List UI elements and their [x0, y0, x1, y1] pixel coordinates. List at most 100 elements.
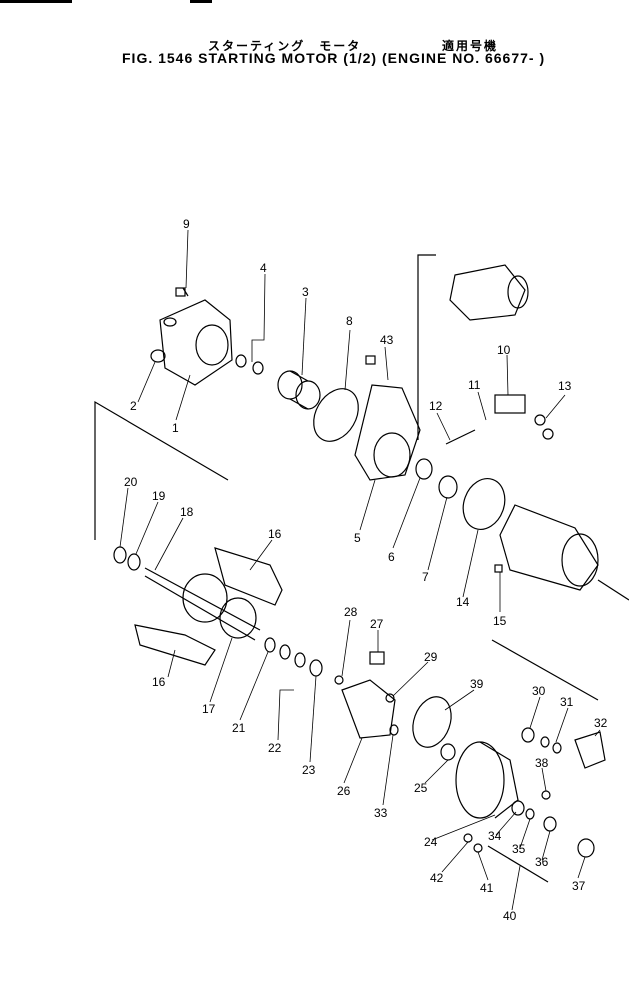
spring-part-28 [334, 675, 344, 685]
callout-7: 7 [422, 570, 429, 584]
top-rule-left [0, 0, 72, 3]
callout-39: 39 [470, 677, 484, 691]
bolt-part-9 [175, 287, 189, 297]
washer-part-20 [113, 546, 127, 564]
bush-part-4b [252, 361, 264, 375]
bracket-line-lower [491, 639, 599, 701]
callout-19: 19 [152, 489, 166, 503]
callout-31: 31 [560, 695, 574, 709]
bush-part-25 [440, 743, 456, 761]
callout-37: 37 [572, 879, 586, 893]
bush-part-34 [511, 800, 525, 816]
bracket-part-32 [574, 731, 606, 769]
leader-lines [119, 229, 601, 911]
callout-4: 4 [260, 261, 267, 275]
rear-bracket-part-24 [455, 741, 519, 819]
field-coil-part-16b [134, 624, 216, 666]
callout-29: 29 [424, 650, 438, 664]
callout-27: 27 [370, 617, 384, 631]
callout-11: 11 [468, 378, 481, 392]
callout-33: 33 [374, 806, 388, 820]
washer-part-21 [264, 637, 276, 653]
callout-30: 30 [532, 684, 546, 698]
callout-9: 9 [183, 217, 190, 231]
field-coil-part-16a [214, 547, 283, 606]
bush-part-30 [521, 727, 535, 743]
callout-25: 25 [414, 781, 428, 795]
washer-part-31b [552, 742, 562, 754]
bracket-line-right [597, 579, 629, 601]
callout-20: 20 [124, 475, 138, 489]
callout-5: 5 [354, 531, 361, 545]
o-ring-part-39 [412, 696, 452, 748]
callout-15: 15 [493, 614, 507, 628]
callout-18: 18 [180, 505, 194, 519]
callout-40: 40 [503, 909, 517, 923]
brush-holder-part-26 [341, 679, 396, 739]
cap-part-37 [577, 838, 595, 858]
callout-1: 1 [172, 421, 179, 435]
drive-housing-part [159, 299, 233, 386]
callout-36: 36 [535, 855, 549, 869]
bush-part-4a [235, 354, 247, 368]
lever-housing-part-5 [354, 384, 421, 481]
armature-part-17 [144, 567, 261, 641]
bolt-part-12 [445, 429, 476, 445]
magnetic-switch [449, 264, 529, 321]
callout-22: 22 [268, 741, 282, 755]
callout-35: 35 [512, 842, 526, 856]
bush-part-6 [415, 458, 433, 480]
washer-part-38 [541, 790, 551, 800]
callout-34: 34 [488, 829, 502, 843]
figure-title: FIG. 1546 STARTING MOTOR (1/2) (ENGINE N… [122, 50, 546, 66]
bush-part-13a [534, 414, 546, 426]
brush-part-27 [369, 651, 385, 665]
washer-part-22b [294, 652, 306, 668]
callout-17: 17 [202, 702, 216, 716]
callout-38: 38 [535, 756, 549, 770]
callout-3: 3 [302, 285, 309, 299]
bolt-part-43 [365, 355, 376, 365]
washer-part-22a [279, 644, 291, 660]
callout-32: 32 [594, 716, 608, 730]
callout-labels: 1 2 3 4 5 6 7 8 9 10 11 12 13 14 15 16 1… [124, 217, 608, 923]
callout-43: 43 [380, 333, 394, 347]
washer-part-29 [385, 693, 395, 703]
callout-42: 42 [430, 871, 444, 885]
jp-title: スターティング モータ [208, 39, 362, 53]
yoke-assembly [499, 504, 599, 591]
bracket-line-top [417, 254, 436, 440]
washer-part-33 [389, 724, 399, 736]
through-bolt-part-40 [487, 845, 549, 883]
callout-16-top: 16 [268, 527, 282, 541]
callout-14: 14 [456, 595, 470, 609]
callout-12: 12 [429, 399, 443, 413]
screw-part-15 [494, 564, 503, 573]
washer-part-42 [463, 833, 473, 843]
callout-8: 8 [346, 314, 353, 328]
washer-part-31a [540, 736, 550, 748]
bearing-part-7 [438, 475, 458, 499]
bracket-line-left [94, 400, 229, 540]
callout-10: 10 [497, 343, 511, 357]
bush-part-13b [542, 428, 554, 440]
washer-part-35 [525, 808, 535, 820]
washer-part-41 [473, 843, 483, 853]
callout-26: 26 [337, 784, 351, 798]
callout-23: 23 [302, 763, 316, 777]
callout-28: 28 [344, 605, 358, 619]
o-ring-part-14 [462, 478, 506, 530]
washer-part-23 [309, 659, 323, 677]
washer-part-19 [127, 553, 141, 571]
pinion-clutch-part-3 [277, 370, 321, 410]
callout-24: 24 [424, 835, 438, 849]
washer-part-36 [543, 816, 557, 832]
callout-2: 2 [130, 399, 137, 413]
o-ring-part-8 [313, 388, 359, 442]
top-rule-mid [190, 0, 212, 3]
contact-part-10 [494, 394, 526, 414]
bush-part-2 [150, 349, 166, 363]
jp-applicable: 適用号機 [442, 39, 499, 53]
